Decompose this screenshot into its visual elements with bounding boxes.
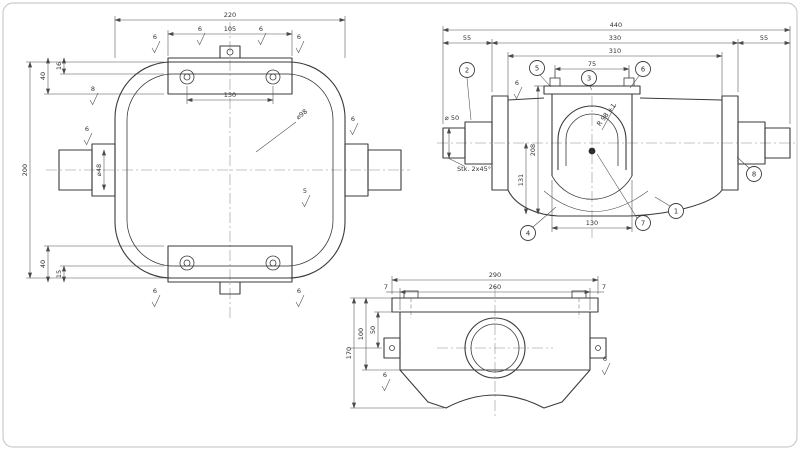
svg-text:6: 6 — [153, 287, 157, 295]
surface-finish-icon: 6 — [257, 25, 267, 46]
side-view: 290 260 7 7 50 100 170 6 6 — [345, 271, 611, 416]
surface-finish-icon: 6 — [601, 355, 611, 376]
dim-lip-bottom: 15 — [55, 270, 63, 278]
bottom-contour — [399, 369, 591, 409]
right-bearing-flange — [721, 95, 739, 191]
dia-shaft-label: ⌀48 — [95, 164, 103, 176]
bore-inner — [470, 323, 520, 373]
oil-hole — [588, 147, 596, 155]
dim-cap-span: 130 — [586, 219, 598, 227]
right-trunnion — [589, 337, 607, 359]
dim-bell-height: 208 — [529, 144, 537, 156]
surface-finish-icon: 6 — [513, 79, 523, 100]
left-trunnion — [383, 337, 401, 359]
dim-stud-span: 75 — [588, 60, 596, 68]
dim-body: 330 — [609, 34, 621, 42]
balloon-callout: 7 — [596, 153, 651, 231]
dim-shaft-right: 55 — [760, 34, 768, 42]
bearing-cap-arc — [551, 175, 633, 200]
dim-overall: 440 — [610, 21, 622, 29]
balloon-callout: 5 — [529, 60, 552, 88]
dim-chamfer-left: 7 — [384, 283, 388, 291]
dia-shaft-label: ⌀ 50 — [445, 114, 459, 122]
svg-text:6: 6 — [297, 33, 301, 41]
dim-shaft-left: 55 — [463, 34, 471, 42]
bolt-hole — [179, 255, 195, 271]
svg-text:5: 5 — [303, 187, 307, 195]
svg-text:8: 8 — [752, 171, 756, 179]
svg-text:1: 1 — [674, 208, 678, 216]
right-shaft — [367, 149, 402, 191]
svg-text:6: 6 — [603, 355, 607, 363]
dim-top-to-center: 50 — [369, 326, 377, 334]
bolt-hole — [265, 69, 281, 85]
dim-body-height: 100 — [357, 328, 365, 340]
dim-chamfer-right: 7 — [602, 283, 606, 291]
stud-nut — [549, 77, 561, 87]
dim-overall-width: 290 — [489, 271, 501, 279]
surface-finish-icon: 6 — [295, 33, 305, 54]
svg-text:5: 5 — [535, 65, 539, 73]
svg-text:6: 6 — [383, 371, 387, 379]
dim-center-height: 131 — [517, 174, 525, 186]
bore-outer — [464, 317, 526, 379]
surface-finish-icon: 5 — [301, 187, 311, 208]
dim-bolt-span: 130 — [224, 91, 236, 99]
balloon-callout: 6 — [629, 61, 651, 89]
housing-bowl — [507, 189, 723, 217]
svg-text:6: 6 — [198, 25, 202, 33]
surface-finish-icon: 6 — [151, 33, 161, 54]
front-view: 440 55 330 55 310 75 130 131 208 ⌀ 50 — [437, 21, 796, 241]
svg-text:6: 6 — [641, 66, 645, 74]
dim-inner-width: 260 — [489, 283, 501, 291]
svg-text:6: 6 — [259, 25, 263, 33]
bolt-hole — [179, 69, 195, 85]
dim-lip-top: 16 — [55, 62, 63, 70]
dim-overall-height: 200 — [21, 164, 29, 176]
filler-plug — [219, 45, 241, 59]
bolt-hole — [265, 255, 281, 271]
svg-text:8: 8 — [91, 85, 95, 93]
dim-flange-width: 105 — [224, 25, 236, 33]
svg-text:3: 3 — [587, 75, 591, 83]
svg-text:6: 6 — [153, 33, 157, 41]
right-shaft — [764, 127, 791, 159]
balloon-callout: 3 — [581, 70, 597, 91]
chamfer-note: Stk. 2x45° — [457, 165, 491, 173]
left-bearing-flange — [491, 95, 509, 191]
balloon-callout: 4 — [520, 206, 557, 241]
svg-text:7: 7 — [641, 220, 645, 228]
balloon-callout: 1 — [654, 196, 684, 219]
top-view: 220 105 130 200 40 16 40 15 ⌀48 — [21, 11, 410, 318]
dim-flange-top: 40 — [39, 72, 47, 80]
surface-finish-icon: 6 — [196, 25, 206, 46]
surface-finish-icon: 6 — [295, 287, 305, 308]
balloon-callout: 2 — [459, 62, 475, 121]
drain-plug — [219, 281, 241, 295]
svg-text:2: 2 — [465, 67, 469, 75]
dim-flange-bottom: 40 — [39, 260, 47, 268]
svg-text:6: 6 — [515, 79, 519, 87]
svg-text:6: 6 — [297, 287, 301, 295]
dia-bore-label: ⌀98 — [295, 108, 310, 122]
svg-text:6: 6 — [85, 125, 89, 133]
dim-flange-span: 310 — [609, 47, 621, 55]
surface-finish-icon: 6 — [151, 287, 161, 308]
bearing-bore-arc — [557, 105, 627, 141]
dim-overall-width: 220 — [224, 11, 236, 19]
surface-finish-icon: 6 — [349, 115, 359, 136]
surface-finish-icon: 8 — [89, 85, 99, 106]
surface-finish-icon: 6 — [381, 371, 391, 392]
bell-flange — [543, 85, 641, 95]
svg-text:6: 6 — [351, 115, 355, 123]
balloon-callout: 8 — [736, 156, 762, 182]
svg-text:4: 4 — [526, 230, 530, 238]
left-shaft-collar — [91, 143, 116, 197]
surface-finish-icon: 6 — [83, 125, 93, 146]
dim-overall-height: 170 — [345, 347, 353, 359]
